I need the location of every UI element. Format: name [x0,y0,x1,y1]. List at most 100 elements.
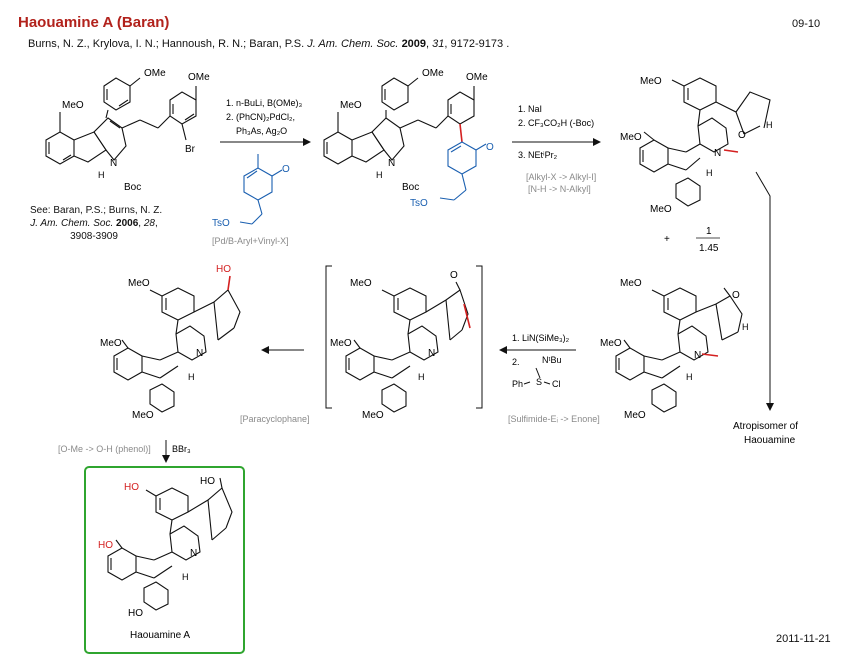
step2-note1: [Alkyl-X -> Alkyl-I] [526,172,596,182]
label-meo-s4a: MeO [620,278,642,289]
label-nbu: NᵗBu [542,355,562,365]
step3-reagent2: 2. [512,357,520,367]
label-meo-s5c: MeO [362,410,384,421]
ratio-plus: + [664,234,670,245]
see-also-authors: See: Baran, P.S.; Burns, N. Z. [30,205,163,216]
label-o-fragment: O [282,164,290,175]
citation-journal: J. Am. Chem. Soc. [307,38,399,50]
label-boc-s2: Boc [402,182,419,193]
label-meo-s4b: MeO [600,338,622,349]
new-enone-double-bond [463,303,471,329]
structure-cyclized-ketone [639,77,771,207]
step3-reagent1: 1. LiN(SiMe₃)₂ [512,333,570,343]
structure-haouamine-a [107,477,233,611]
label-ome-s2b: OMe [466,72,488,83]
label-ho-s7d: HO [128,608,143,619]
product-label: Haouamine A [130,630,190,641]
ratio-numerator: 1 [706,226,712,237]
label-tso-s2: TsO [410,198,428,209]
label-ho-s7a: HO [124,482,139,493]
citation-year: 2009 [401,38,427,50]
page-title: Haouamine A (Baran) [18,14,170,31]
step4-note: [Paracyclophane] [240,414,310,424]
label-h-s4a: H [686,372,693,382]
atropisomer-line1: Atropisomer of [733,421,798,432]
product-highlight-frame [84,466,245,654]
label-ome-s1a: OMe [144,68,166,79]
bracket-left [325,265,332,409]
ratio-denominator: 1.45 [699,243,719,254]
structure-ketone-right [615,287,743,413]
step1-note: [Pd/B-Aryl+Vinyl-X] [212,236,289,246]
label-br: Br [185,144,196,155]
label-meo-s1: MeO [62,100,84,111]
label-n-s5: N [428,348,435,359]
label-meo-s6a: MeO [128,278,150,289]
label-h-s2: H [376,170,383,180]
new-phenol-bond [227,275,231,291]
label-o-s4: O [732,290,740,301]
date-stamp: 2011-11-21 [776,633,831,645]
label-meo-s4c: MeO [624,410,646,421]
step2-reagent3: 3. NEtⁱPr₂ [518,150,558,160]
n-alkyl-bond-right [701,353,719,357]
step2-reagent1: 1. NaI [518,104,542,114]
structure-paracyclophane [113,287,241,413]
see-also-pages: 3908-3909 [70,231,118,242]
label-ho-s7b: HO [200,476,215,487]
label-o-s5: O [450,270,458,281]
atropisomer-line2: Haouamine [744,435,796,446]
step3-note: [Sulfimide-Eᵢ -> Enone] [508,414,600,424]
label-n-s2: N [388,158,395,169]
step1-reagent3: Ph₃As, Ag₂O [236,126,287,136]
label-meo-s3b: MeO [620,132,642,143]
new-biaryl-bond [459,123,463,143]
citation-volume: 31 [432,38,445,50]
label-h-s1: H [98,170,105,180]
label-n-s6: N [196,348,203,359]
sulfimide-bond-c [543,381,551,385]
label-meo-s5a: MeO [350,278,372,289]
see-also-journal-line: J. Am. Chem. Soc. 2006, 28, [30,218,158,229]
citation-pages: 9172-9173 . [450,38,510,50]
structure-coupled-enone [439,141,487,201]
arrow-to-atropisomer [755,171,774,411]
label-tso-fragment: TsO [212,218,230,229]
step5-note: [O-Me -> O-H (phenol)] [58,444,151,454]
structure-coupled-product [323,77,475,165]
bracket-right [476,265,483,409]
new-n-alkyl-bond [723,149,739,153]
label-h-s7: H [182,572,189,582]
label-boc-s1: Boc [124,182,141,193]
label-h-s5: H [418,372,425,382]
step2-reagent2: 2. CF₃CO₂H (-Boc) [518,118,594,128]
label-ho-s7c: HO [98,540,113,551]
label-ome-s2a: OMe [422,68,444,79]
step1-reagent1: 1. n-BuLi, B(OMe)₃ [226,98,303,108]
step1-reagent2: 2. (PhCN)₂PdCl₂, [226,112,295,122]
label-meo-s3a: MeO [640,76,662,87]
structure-aryl-bromide [45,77,197,165]
sulfimide-bond-a [535,367,541,379]
page-code: 09-10 [792,18,821,30]
label-ph: Ph [512,379,523,389]
label-n-s1: N [110,158,117,169]
label-n-s3: N [714,148,721,159]
step2-note2: [N-H -> N-Alkyl] [528,184,591,194]
label-meo-s6b: MeO [100,338,122,349]
see-also-reference: See: Baran, P.S.; Burns, N. Z. J. Am. Ch… [30,204,163,243]
structure-vinyl-fragment [239,154,283,225]
sulfimide-bond-b [523,381,531,385]
label-ho-s6: HO [216,264,231,275]
citation-authors: Burns, N. Z., Krylova, I. N.; Hannoush, … [28,38,305,50]
label-cl: Cl [552,379,561,389]
label-meo-s6c: MeO [132,410,154,421]
label-s: S [536,377,542,387]
label-h-s3a: H [706,168,713,178]
citation: Burns, N. Z., Krylova, I. N.; Hannoush, … [28,38,510,50]
label-meo-s2: MeO [340,100,362,111]
label-h-s6: H [188,372,195,382]
label-h-s4b: H [742,322,749,332]
label-meo-s3c: MeO [650,204,672,215]
